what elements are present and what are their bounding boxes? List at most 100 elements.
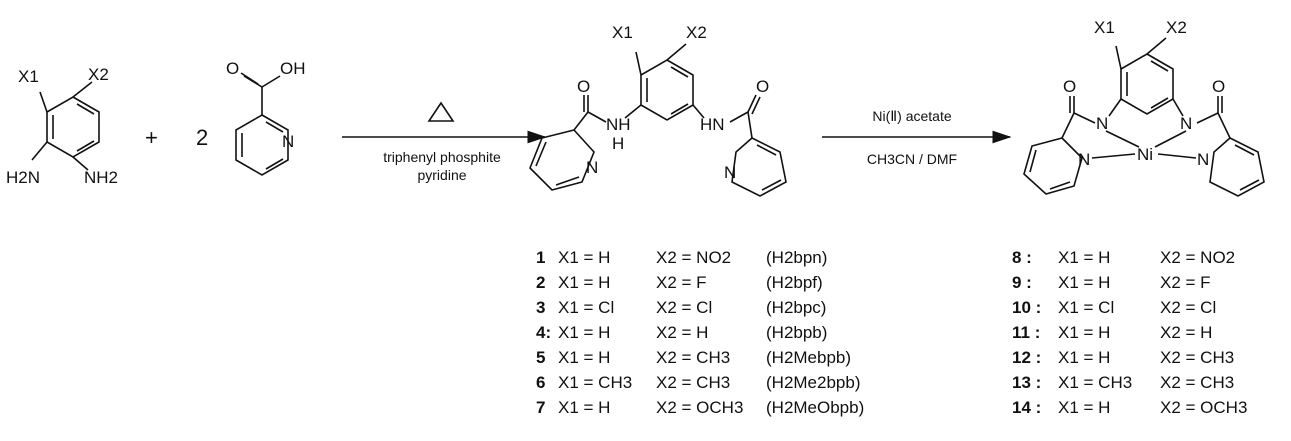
bond-co-right — [747, 94, 757, 113]
list-item: 10 : X1 = Cl X2 = Cl — [1012, 298, 1216, 317]
bond-n-right — [692, 104, 705, 119]
pyridine-ring-left — [1023, 137, 1083, 195]
svg-text:4:: 4: — [536, 323, 551, 342]
double-bond — [555, 176, 580, 186]
amide-nh-left: NH — [606, 115, 631, 134]
complex-compound-list: 8 : X1 = H X2 = NO2 9 : X1 = H X2 = F 10… — [1012, 248, 1247, 417]
bond-amide-right — [729, 111, 749, 123]
svg-text:X1 = H: X1 = H — [558, 398, 610, 417]
svg-text:12 :: 12 : — [1012, 348, 1041, 367]
oxygen-right: O — [756, 77, 769, 96]
svg-text:X2 = CH3: X2 = CH3 — [1160, 373, 1234, 392]
svg-text:X2 = NO2: X2 = NO2 — [656, 248, 731, 267]
svg-text:X1 = H: X1 = H — [1058, 398, 1110, 417]
double-bond — [1239, 179, 1260, 191]
double-bond — [1234, 144, 1255, 156]
bond-amide-left — [1073, 112, 1096, 124]
svg-text:(H2MeObpb): (H2MeObpb) — [766, 398, 864, 417]
svg-text:X1 = H: X1 = H — [558, 273, 610, 292]
svg-text:X1 = H: X1 = H — [1058, 348, 1110, 367]
svg-text:7: 7 — [536, 398, 545, 417]
oxygen-left: O — [577, 77, 590, 96]
double-bond — [265, 158, 284, 170]
list-item: 13 : X1 = CH3 X2 = CH3 — [1012, 373, 1234, 392]
substituent-x2: X2 — [88, 65, 109, 84]
pyridine-ring-left — [529, 129, 595, 191]
ni-n-bond — [1105, 130, 1140, 148]
reagent-pyridine: pyridine — [417, 167, 466, 183]
double-bond — [76, 140, 95, 152]
svg-text:X1 = H: X1 = H — [1058, 323, 1110, 342]
double-bond — [1049, 181, 1071, 190]
pyridine-nitrogen: N — [282, 132, 294, 151]
heat-symbol — [427, 101, 455, 122]
amide-h-left: H — [612, 134, 624, 153]
bond-x1 — [635, 51, 642, 76]
svg-text:X1 = H: X1 = H — [1058, 273, 1110, 292]
double-bond — [756, 144, 777, 156]
svg-text:2: 2 — [536, 273, 545, 292]
carbonyl-oxygen: O — [226, 59, 239, 78]
list-item: 6 X1 = CH3 X2 = CH3 (H2Me2bpb) — [536, 373, 861, 392]
ni-n-bond — [1154, 130, 1187, 148]
svg-text:X2 = OCH3: X2 = OCH3 — [1160, 398, 1247, 417]
svg-text:11 :: 11 : — [1012, 323, 1040, 342]
bond-py-left — [1061, 112, 1075, 139]
svg-text:3: 3 — [536, 298, 545, 317]
list-item: 14 : X1 = H X2 = OCH3 — [1012, 398, 1247, 417]
double-bond — [1150, 60, 1169, 72]
bond-nh2-left — [31, 141, 48, 161]
svg-text:X2 = Cl: X2 = Cl — [656, 298, 712, 317]
svg-text:(H2bpn): (H2bpn) — [766, 248, 827, 267]
bond-py-right — [1217, 112, 1231, 139]
substituent-x1: X1 — [612, 23, 633, 42]
svg-text:(H2Mebpb): (H2Mebpb) — [766, 348, 851, 367]
amide-n-left: N — [1096, 114, 1108, 133]
svg-text:(H2bpf): (H2bpf) — [766, 273, 823, 292]
bond-x2 — [666, 43, 687, 61]
double-bond — [535, 141, 547, 167]
ni-n-bond — [1157, 153, 1197, 159]
svg-text:X1 = H: X1 = H — [1058, 248, 1110, 267]
bond-nh2-right — [72, 156, 89, 171]
svg-text:X2 = CH3: X2 = CH3 — [656, 373, 730, 392]
bond-x1 — [1115, 45, 1122, 70]
pyridine-ring-right — [731, 137, 787, 197]
svg-text:9 :: 9 : — [1012, 273, 1032, 292]
double-bond — [670, 66, 689, 78]
ligand-structure: X1 X2 O NH H N O HN N — [529, 23, 787, 197]
bond-co-right-double — [751, 96, 761, 115]
svg-text:X2 = F: X2 = F — [656, 273, 707, 292]
bond-py-left — [573, 111, 589, 131]
reaction-arrow-2: Ni(Ⅱ) acetate CH3CN / DMF — [822, 108, 1012, 167]
svg-text:X2 = Cl: X2 = Cl — [1160, 298, 1216, 317]
svg-text:10 :: 10 : — [1012, 298, 1041, 317]
svg-text:(H2bpc): (H2bpc) — [766, 298, 826, 317]
pyridine-n-right: N — [1197, 150, 1209, 169]
central-benzene — [640, 59, 694, 121]
double-bond — [1029, 149, 1037, 173]
ni-n-bond — [1091, 153, 1136, 159]
double-bond — [761, 179, 782, 191]
bond-x1 — [39, 91, 48, 113]
reagent-nickel-acetate: Ni(Ⅱ) acetate — [872, 108, 951, 124]
svg-text:X1 = H: X1 = H — [558, 323, 610, 342]
pyridine-ring-right — [1209, 137, 1265, 197]
double-bond — [265, 121, 284, 133]
list-item: 11 : X1 = H X2 = H — [1012, 323, 1212, 342]
reagent-triphenyl-phosphite: triphenyl phosphite — [383, 149, 501, 165]
svg-text:(H2bpb): (H2bpb) — [766, 323, 827, 342]
pyridine-ring — [235, 114, 289, 176]
svg-text:6: 6 — [536, 373, 545, 392]
amine-right-label: NH2 — [84, 168, 118, 187]
plus-sign: + — [145, 125, 158, 150]
list-item: 2 X1 = H X2 = F (H2bpf) — [536, 273, 823, 292]
double-bond — [670, 103, 689, 115]
svg-text:X1 = H: X1 = H — [558, 348, 610, 367]
bond-x2 — [1146, 37, 1167, 55]
hydroxyl-label: OH — [280, 59, 306, 78]
nickel-center: Ni — [1137, 145, 1153, 164]
list-item: 4: X1 = H X2 = H (H2bpb) — [536, 323, 827, 342]
